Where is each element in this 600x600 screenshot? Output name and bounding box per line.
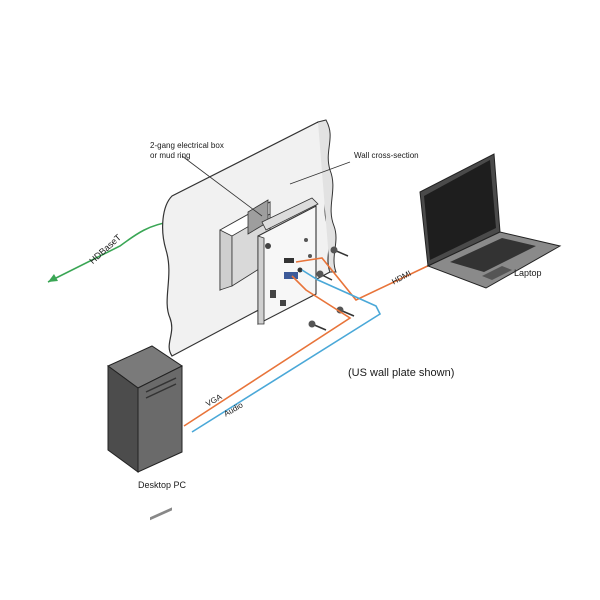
wall-plate bbox=[257, 197, 319, 325]
hdbaset-cable bbox=[47, 221, 173, 283]
vga-port bbox=[284, 272, 298, 279]
screw-icon bbox=[336, 306, 355, 317]
electrical-box-label: 2-gang electrical box bbox=[150, 141, 224, 150]
mounting-screws bbox=[308, 246, 355, 331]
screw-icon bbox=[316, 270, 333, 281]
hdbaset-label: HDBaseT bbox=[87, 232, 123, 266]
electrical-box-label-line2: or mud ring bbox=[150, 151, 190, 160]
laptop-label: Laptop bbox=[514, 268, 542, 278]
us-plate-note: (US wall plate shown) bbox=[348, 367, 454, 379]
desktop-pc-label: Desktop PC bbox=[138, 480, 187, 490]
wall-label: Wall cross-section bbox=[354, 151, 419, 160]
hdmi-port bbox=[284, 258, 294, 263]
screw-icon bbox=[330, 246, 349, 257]
audio-cable bbox=[191, 269, 382, 433]
hdmi-label: HDMI bbox=[390, 269, 412, 287]
hdmi-cable bbox=[295, 257, 437, 301]
laptop-icon bbox=[419, 153, 562, 289]
desktop-pc-icon bbox=[107, 345, 183, 521]
audio-port bbox=[297, 267, 303, 273]
screw-icon bbox=[308, 320, 327, 331]
vga-cable bbox=[183, 275, 352, 427]
audio-label: Audio bbox=[222, 400, 245, 418]
plate-led-icon bbox=[265, 243, 271, 249]
